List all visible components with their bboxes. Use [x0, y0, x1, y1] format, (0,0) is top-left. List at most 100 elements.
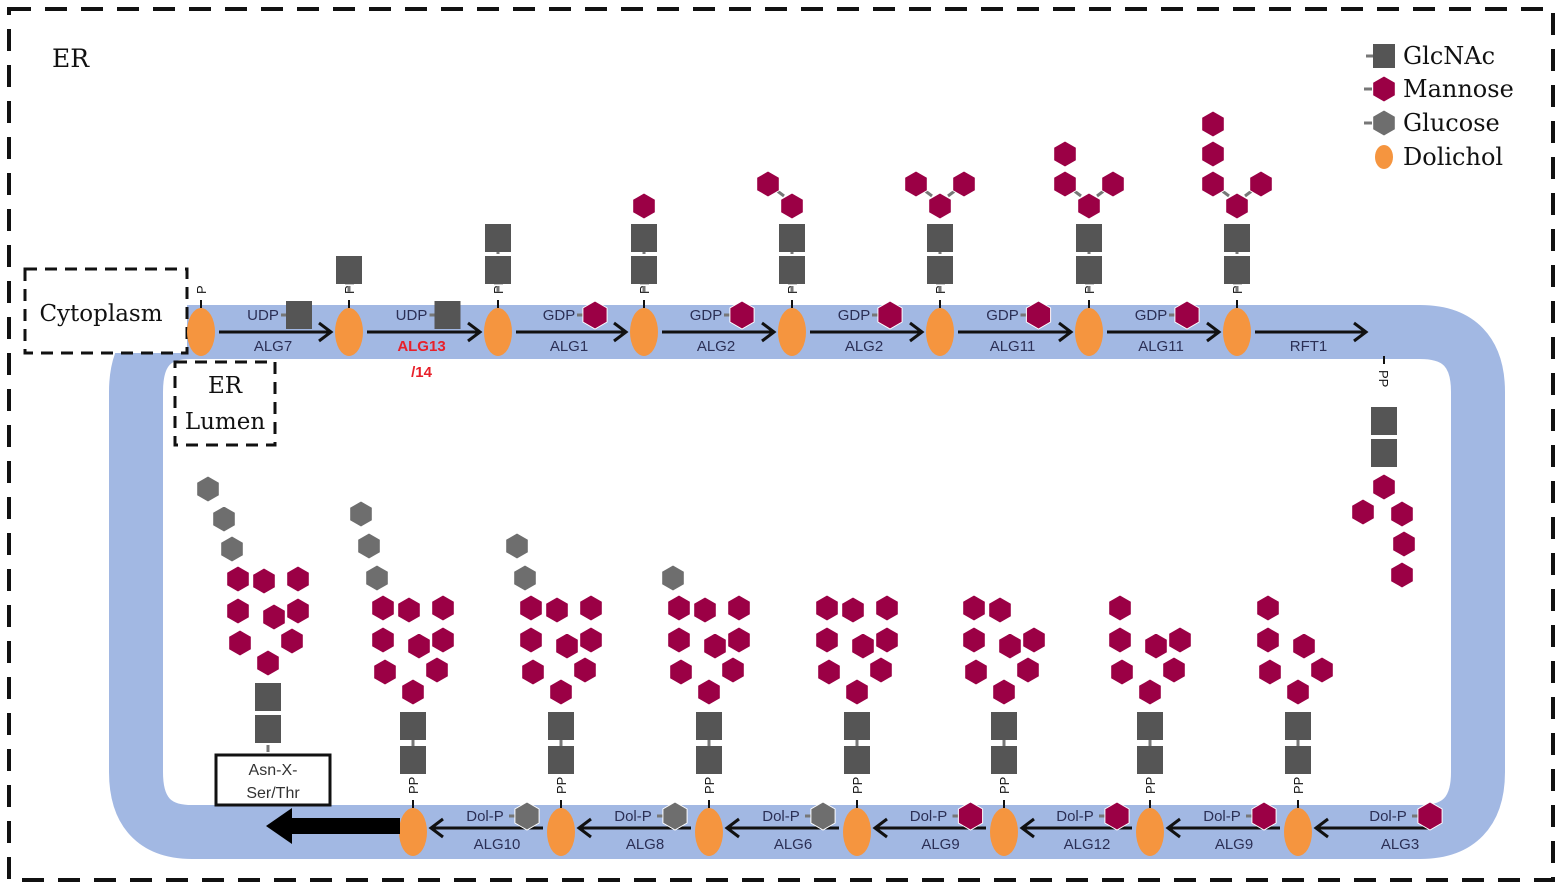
mannose-icon	[1390, 561, 1414, 589]
acceptor-line2: Ser/Thr	[246, 785, 300, 802]
mannose-icon	[519, 594, 543, 622]
mannose-icon	[667, 626, 691, 654]
arrowhead-icon	[872, 817, 888, 839]
donor-mannose-icon	[1251, 801, 1277, 831]
glcnac-icon	[779, 256, 805, 284]
er-lumen-box	[173, 360, 277, 447]
cytoplasm-box	[23, 267, 189, 355]
glcnac-icon	[1224, 224, 1250, 252]
mannose-icon	[632, 192, 656, 220]
mannose-icon	[992, 678, 1016, 706]
mannose-icon	[928, 192, 952, 220]
mannose-icon	[703, 632, 727, 660]
dolichol-icon	[547, 808, 575, 856]
mannose-icon	[1256, 626, 1280, 654]
donor-label: Dol-P	[614, 808, 652, 825]
arrowhead-icon	[467, 321, 483, 343]
donor-glucose-icon	[810, 801, 836, 831]
enzyme-label: ALG11	[1138, 338, 1184, 355]
glcnac-icon	[1137, 712, 1163, 740]
donor-mannose-icon	[1417, 801, 1443, 831]
glcnac-icon	[548, 746, 574, 774]
glcnac-icon	[696, 712, 722, 740]
mannose-icon	[1110, 658, 1134, 686]
mannose-icon	[1286, 678, 1310, 706]
mannose-icon	[1390, 500, 1414, 528]
donor-label: GDP	[986, 307, 1019, 324]
er-lumen-label-line2: Lumen	[185, 409, 266, 435]
glcnac-icon	[485, 256, 511, 284]
phosphate-label: PP	[554, 777, 569, 794]
mannose-icon	[549, 678, 573, 706]
mannose-icon	[1053, 140, 1077, 168]
mannose-icon	[397, 596, 421, 624]
dolichol-icon	[926, 308, 954, 356]
arrowhead-icon	[909, 321, 925, 343]
donor-mannose-icon	[1025, 300, 1052, 330]
mannose-icon	[1201, 110, 1225, 138]
glucose-icon	[661, 564, 685, 592]
donor-mannose-icon	[1174, 300, 1200, 330]
enzyme-label: RFT1	[1290, 338, 1328, 355]
glcnac-icon	[1285, 746, 1311, 774]
mannose-icon	[817, 658, 841, 686]
glcnac-icon	[400, 712, 426, 740]
dolichol-icon	[990, 808, 1018, 856]
mannose-icon	[1372, 473, 1396, 501]
glcnac-icon	[255, 715, 281, 743]
enzyme-label: ALG10	[474, 836, 521, 853]
transfer-arrow-shaft	[290, 818, 400, 834]
mannose-icon	[262, 603, 286, 631]
cytoplasm-label: Cytoplasm	[39, 301, 162, 327]
legend-label-1: Mannose	[1403, 75, 1514, 103]
arrowhead-icon	[1019, 817, 1035, 839]
glcnac-icon	[336, 256, 362, 284]
mannose-icon	[579, 626, 603, 654]
mannose-icon	[407, 632, 431, 660]
arrowhead-icon	[1313, 817, 1329, 839]
donor-mannose-icon	[957, 801, 984, 831]
mannose-icon	[1201, 140, 1225, 168]
mannose-icon	[988, 596, 1012, 624]
mannose-icon	[1022, 626, 1046, 654]
donor-label: GDP	[1135, 307, 1168, 324]
phosphate-label: P	[194, 285, 209, 294]
mannose-icon	[373, 658, 397, 686]
enzyme-label: ALG1	[550, 338, 588, 355]
enzyme-label: ALG2	[845, 338, 883, 355]
phosphate-label: PP	[702, 777, 717, 794]
er-boundary	[7, 7, 1555, 882]
legend-mannose-icon	[1372, 75, 1396, 103]
mannose-icon	[952, 170, 976, 198]
mannose-icon	[998, 632, 1022, 660]
arrowhead-icon	[761, 321, 777, 343]
enzyme-label: ALG8	[626, 836, 664, 853]
phosphate-label: PP	[997, 777, 1012, 794]
glucose-icon	[365, 564, 389, 592]
mannose-icon	[1108, 594, 1132, 622]
mannose-icon	[431, 626, 455, 654]
mannose-icon	[425, 656, 449, 684]
er-label: ER	[52, 44, 90, 73]
arrowhead-icon	[1353, 321, 1369, 343]
dolichol-icon	[1223, 308, 1251, 356]
glcnac-icon	[991, 712, 1017, 740]
mannose-icon	[1351, 498, 1375, 526]
glcnac-icon	[927, 224, 953, 252]
mannose-icon	[1225, 192, 1249, 220]
mannose-icon	[256, 649, 280, 677]
mannose-icon	[1310, 656, 1334, 684]
enzyme-label: ALG13	[397, 338, 445, 355]
mannose-icon	[756, 170, 780, 198]
er-membrane	[109, 305, 1505, 859]
mannose-icon	[697, 678, 721, 706]
enzyme-label: ALG9	[1215, 836, 1253, 853]
dolichol-icon	[484, 308, 512, 356]
mannose-icon	[521, 658, 545, 686]
dolichol-icon	[695, 808, 723, 856]
donor-label: UDP	[396, 307, 428, 324]
mannose-icon	[1016, 656, 1040, 684]
mannose-icon	[1256, 594, 1280, 622]
mannose-icon	[1168, 626, 1192, 654]
mannose-icon	[545, 596, 569, 624]
